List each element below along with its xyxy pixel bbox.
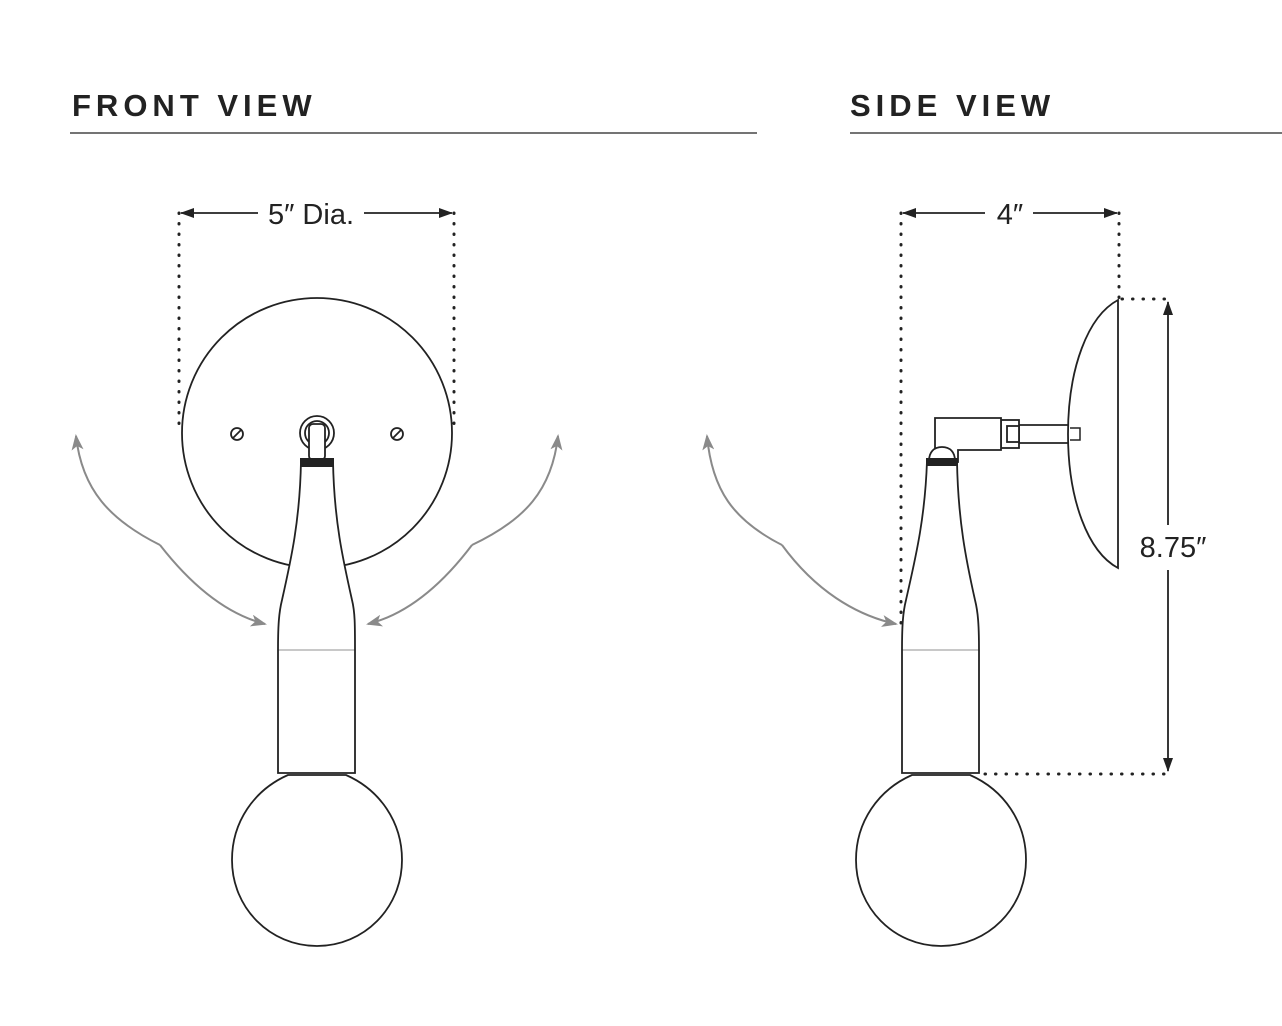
side-rotation-arrow-up bbox=[702, 434, 783, 546]
front-bulb bbox=[231, 774, 403, 947]
front-swivel-joint bbox=[299, 415, 335, 461]
side-socket-cap bbox=[928, 446, 956, 462]
side-rotation-arrows bbox=[702, 434, 898, 627]
front-screw-left bbox=[230, 427, 244, 441]
front-screw-right bbox=[390, 427, 404, 441]
front-rotation-arrow-left-down bbox=[159, 544, 267, 627]
side-depth-dimension: 4″ bbox=[899, 199, 1121, 627]
front-diameter-dimension: 5″ Dia. bbox=[177, 199, 456, 435]
side-shade bbox=[901, 460, 980, 774]
front-rotation-arrows bbox=[71, 434, 563, 627]
front-view-title: FRONT VIEW bbox=[72, 88, 317, 123]
side-backplate bbox=[1067, 298, 1119, 570]
front-socket-ring bbox=[300, 458, 334, 467]
front-rotation-arrow-right-up bbox=[471, 434, 563, 546]
side-height-label: 8.75″ bbox=[1140, 532, 1207, 564]
front-view-drawing bbox=[181, 297, 453, 947]
side-view-drawing bbox=[855, 298, 1119, 947]
front-shade bbox=[277, 460, 356, 774]
side-depth-label: 4″ bbox=[997, 199, 1023, 231]
side-bulb bbox=[855, 774, 1027, 947]
side-rotation-arrow-down bbox=[781, 544, 898, 627]
front-rotation-arrow-right-down bbox=[366, 544, 473, 627]
front-rotation-arrow-left-up bbox=[71, 434, 161, 546]
side-height-dimension: 8.75″ bbox=[983, 297, 1207, 776]
side-view-title: SIDE VIEW bbox=[850, 88, 1056, 123]
front-diameter-label: 5″ Dia. bbox=[268, 199, 354, 231]
